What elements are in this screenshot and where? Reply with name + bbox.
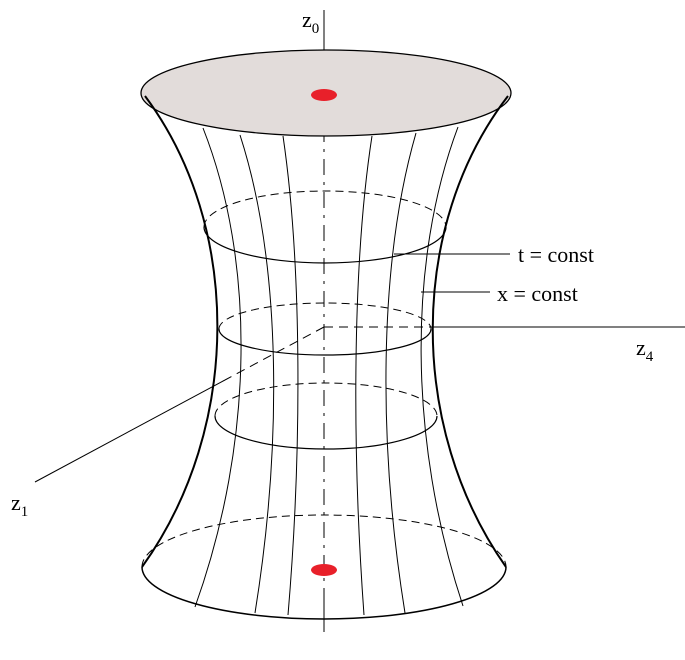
bottom-point [311,564,337,576]
z0-label: z0 [302,7,319,37]
x-const-label: x = const [497,281,578,306]
bottom-rim-back [141,514,507,568]
z1-label: z1 [11,490,28,520]
left-silhouette [141,95,219,568]
t-const-rings [203,190,447,450]
right-silhouette [431,95,509,568]
t-const-label: t = const [518,242,594,267]
z1-axis [34,326,325,483]
top-point [311,89,337,101]
z4-label: z4 [636,335,654,365]
bottom-rim-front [141,566,507,620]
x-const-lines [194,126,464,616]
